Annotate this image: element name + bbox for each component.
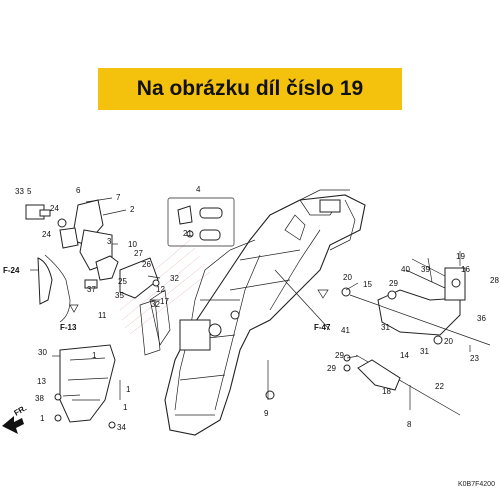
label-12: 12: [156, 285, 165, 294]
label-7: 7: [116, 193, 121, 202]
clip-set: [167, 197, 235, 247]
leader-lines: [52, 197, 471, 397]
label-20a: 20: [343, 273, 352, 282]
label-36: 36: [477, 314, 486, 323]
label-22: 22: [435, 382, 444, 391]
arrow-left-icon: [2, 416, 24, 434]
label-13: 13: [37, 377, 46, 386]
label-28: 28: [490, 276, 499, 285]
reference-arrows: [30, 269, 329, 313]
label-26: 26: [142, 260, 151, 269]
label-1a: 1: [92, 351, 97, 360]
label-29c: 29: [327, 364, 336, 373]
label-17: 17: [160, 297, 169, 306]
ref-f24: F-24: [3, 266, 20, 275]
label-1b: 1: [126, 385, 131, 394]
label-21: 21: [183, 229, 192, 238]
label-34: 34: [117, 423, 126, 432]
label-9: 9: [264, 409, 269, 418]
label-1d: 1: [40, 414, 45, 423]
label-16: 16: [461, 265, 470, 274]
label-29a: 29: [389, 279, 398, 288]
label-41: 41: [341, 326, 350, 335]
upper-bracket-group: [25, 199, 160, 323]
callout-labels: 33 5 6 7 2 24 24 3 10 27 26 25 32 12 17 …: [15, 185, 499, 432]
label-38: 38: [35, 394, 44, 403]
banner: Na obrázku díl číslo 19: [98, 68, 402, 110]
diagram-code: K0B7F4200: [458, 481, 495, 488]
ref-f47: F-47: [314, 323, 331, 332]
label-33: 33: [15, 187, 24, 196]
label-15: 15: [363, 280, 372, 289]
label-25: 25: [118, 277, 127, 286]
ref-f13: F-13: [60, 323, 77, 332]
label-23: 23: [470, 354, 479, 363]
label-31a: 31: [381, 323, 390, 332]
label-30: 30: [38, 348, 47, 357]
ref-front: FR.: [13, 403, 29, 417]
label-20b: 20: [444, 337, 453, 346]
label-5: 5: [27, 187, 32, 196]
hanger-assembly: [341, 257, 491, 416]
label-1c: 1: [123, 403, 128, 412]
label-18: 18: [382, 387, 391, 396]
lower-stand-group: [54, 344, 121, 429]
label-31b: 31: [420, 347, 429, 356]
label-29b: 29: [335, 351, 344, 360]
label-8: 8: [407, 420, 412, 429]
label-24a: 24: [50, 204, 59, 213]
label-6: 6: [76, 186, 81, 195]
label-32a: 32: [170, 274, 179, 283]
label-39: 39: [421, 265, 430, 274]
label-32b: 32: [151, 300, 160, 309]
label-37: 37: [87, 285, 96, 294]
banner-text: Na obrázku díl číslo 19: [136, 77, 364, 100]
label-27: 27: [134, 249, 143, 258]
label-24b: 24: [42, 230, 51, 239]
label-11: 11: [98, 311, 107, 320]
label-3: 3: [107, 237, 112, 246]
main-frame: [139, 189, 366, 436]
label-10: 10: [128, 240, 137, 249]
label-40: 40: [401, 265, 410, 274]
label-4: 4: [196, 185, 201, 194]
label-19: 19: [456, 252, 465, 261]
label-14: 14: [400, 351, 409, 360]
label-2: 2: [130, 205, 135, 214]
label-35: 35: [115, 291, 124, 300]
